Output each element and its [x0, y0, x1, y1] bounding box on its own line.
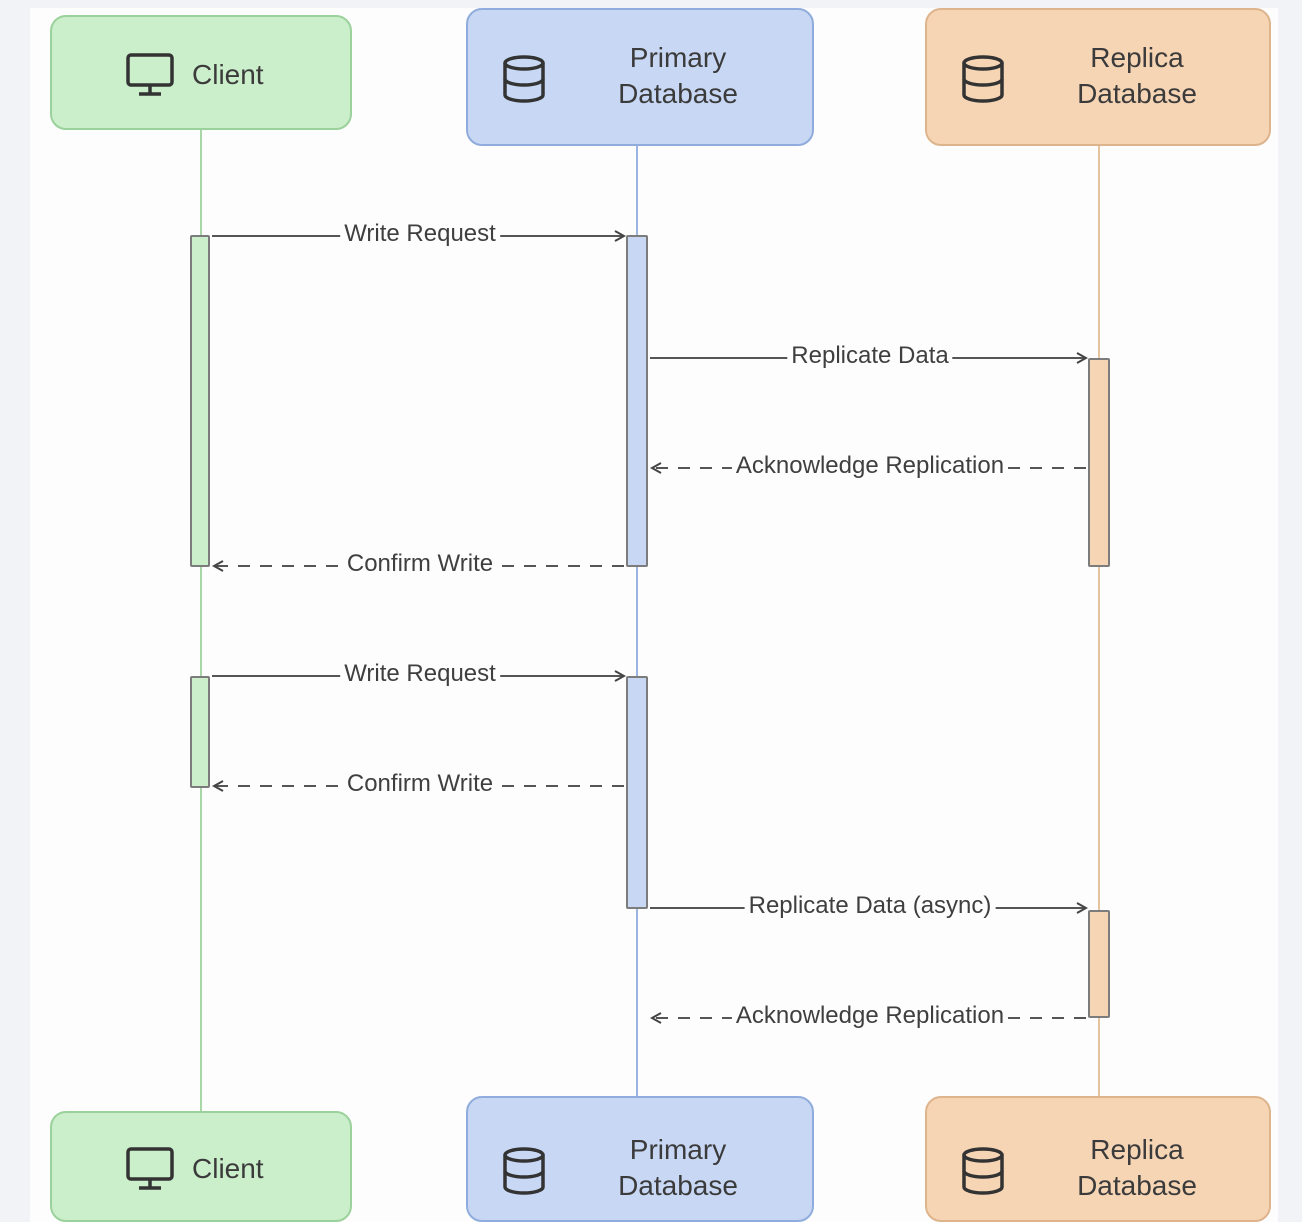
message-label-7: Replicate Data (async) — [744, 892, 996, 920]
database-icon — [500, 1146, 548, 1196]
message-label-5: Write Request — [340, 660, 500, 688]
sequence-diagram: Write Request Replicate Data Acknowledge… — [30, 8, 1278, 1222]
primary-activation-2 — [626, 676, 648, 909]
client-label: Client — [192, 1153, 264, 1184]
replica-activation-2 — [1088, 910, 1110, 1018]
monitor-icon — [124, 51, 176, 99]
message-label-2: Replicate Data — [787, 342, 953, 370]
client-actor-top: Client — [50, 15, 352, 130]
database-icon — [500, 54, 548, 104]
message-label-3: Acknowledge Replication — [731, 452, 1009, 480]
monitor-icon — [124, 1145, 176, 1193]
message-label-6: Confirm Write — [342, 770, 498, 798]
replica-lifeline — [1098, 143, 1100, 1103]
client-activation-2 — [190, 676, 210, 788]
message-label-8: Acknowledge Replication — [731, 1002, 1009, 1030]
database-icon — [959, 1146, 1007, 1196]
client-actor-bottom: Client — [50, 1111, 352, 1222]
database-icon — [959, 54, 1007, 104]
primary-activation-1 — [626, 235, 648, 567]
primary-lifeline — [636, 143, 638, 1103]
client-lifeline — [200, 128, 202, 1113]
client-activation-1 — [190, 235, 210, 567]
client-label: Client — [192, 59, 264, 90]
message-label-4: Confirm Write — [342, 550, 498, 578]
replica-activation-1 — [1088, 358, 1110, 567]
message-arrows — [212, 8, 1278, 1222]
message-label-1: Write Request — [340, 220, 500, 248]
